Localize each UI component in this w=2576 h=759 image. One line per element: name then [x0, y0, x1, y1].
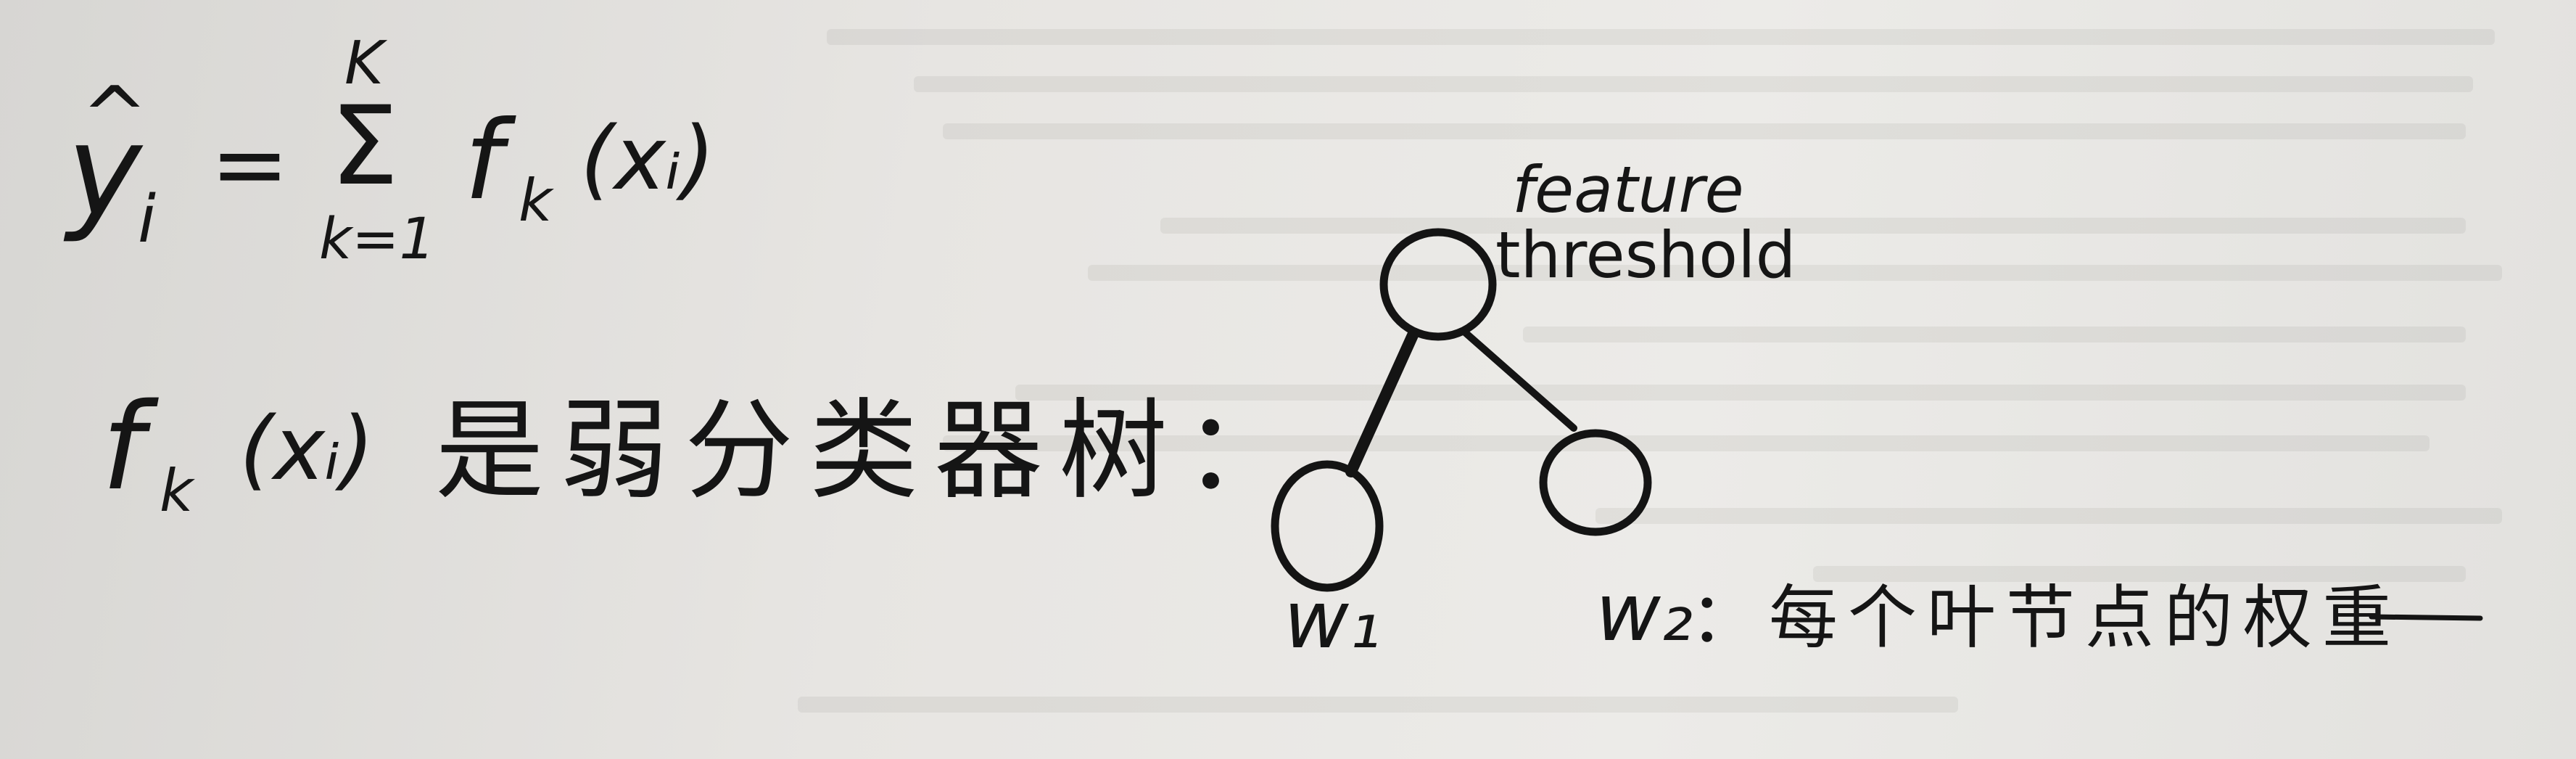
left-leaf-weight: w₁ [1284, 573, 1382, 666]
tree-drawing [1271, 228, 2483, 621]
definition-function-argument: (xᵢ) [239, 399, 375, 500]
weak-tree-sketch: feature threshold w₁ w₂ ：每个叶节点的权重 [1233, 152, 2538, 759]
formula-line: ^ y i = K Σ k=1 f k (xᵢ) [0, 0, 870, 305]
left-leaf-node [1271, 460, 1384, 592]
sum-upper-limit: K [344, 29, 384, 98]
definition-function-subscript: k [160, 457, 194, 525]
y-hat-symbol: y [67, 98, 142, 245]
root-node [1379, 228, 1497, 341]
leaf-weight-note: ：每个叶节点的权重 [1690, 578, 2402, 658]
sum-term-subscript: k [519, 167, 553, 234]
sum-symbol: Σ [330, 83, 399, 210]
y-hat-caret: ^ [81, 69, 149, 162]
equals-sign: = [210, 109, 289, 219]
root-feature-label: feature [1512, 152, 1744, 227]
left-branch [1345, 329, 1419, 477]
right-branch [1461, 329, 1577, 432]
definition-text: 是弱分类器树： [435, 388, 1309, 514]
right-leaf-weight: w₂ [1595, 566, 1693, 659]
sum-term-function: f [464, 98, 503, 224]
right-leaf-node [1539, 429, 1652, 536]
root-threshold-label: threshold [1495, 218, 1796, 292]
definition-function: f [102, 377, 144, 517]
sum-term-argument: (xᵢ) [580, 109, 716, 210]
sum-lower-limit: k=1 [319, 207, 436, 272]
y-hat-subscript: i [138, 181, 157, 258]
weight-underline [2369, 614, 2483, 621]
